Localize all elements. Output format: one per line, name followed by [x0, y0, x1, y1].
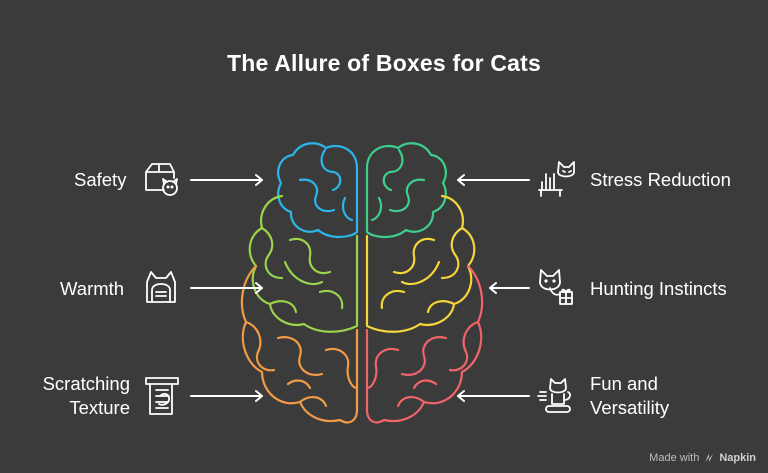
box-with-cat-icon: [145, 163, 178, 196]
arrow-fun: [457, 390, 530, 402]
label-fun-versatility: Fun and Versatility: [590, 372, 669, 420]
label-scratching-line1: Scratching: [42, 373, 130, 394]
diagram-title: The Allure of Boxes for Cats: [226, 50, 542, 76]
arrow-safety: [190, 174, 263, 186]
label-scratching-line2: Texture: [69, 397, 130, 418]
napkin-watermark: Made with Napkin: [649, 452, 756, 464]
playful-cat-icon: [537, 378, 571, 413]
label-hunting-instincts: Hunting Instincts: [590, 278, 727, 299]
arrow-warmth: [190, 282, 263, 294]
label-fun-line2: Versatility: [590, 397, 670, 418]
napkin-brand-text: Napkin: [719, 452, 756, 464]
label-warmth: Warmth: [60, 278, 125, 299]
scratching-post-icon: [145, 377, 179, 415]
arrow-hunting: [489, 282, 530, 294]
relaxed-cat-icon: [538, 161, 575, 197]
label-fun-line1: Fun and: [590, 373, 658, 394]
napkin-logo-icon: [705, 454, 714, 462]
arrow-stress: [457, 174, 530, 186]
label-stress-reduction: Stress Reduction: [590, 169, 731, 190]
cat-with-toy-icon: [539, 269, 573, 305]
arrow-scratching: [190, 390, 263, 402]
label-safety: Safety: [74, 169, 127, 190]
cat-in-basket-icon: [146, 271, 176, 303]
label-scratching-texture: Scratching Texture: [20, 372, 130, 420]
made-with-text: Made with: [649, 452, 700, 464]
